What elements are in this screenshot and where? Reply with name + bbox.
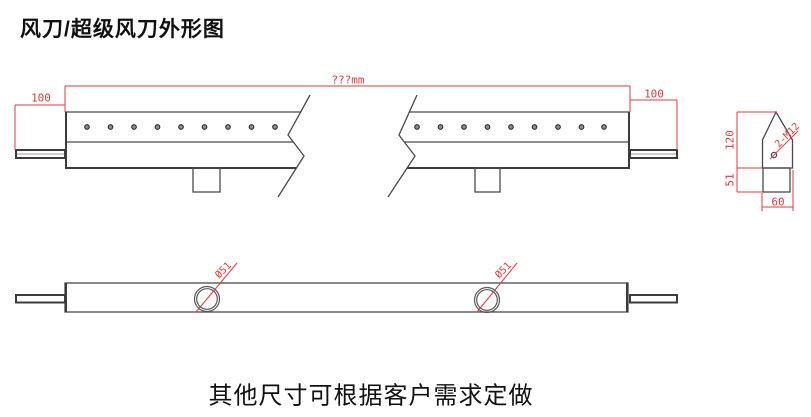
bottom-right-pipe xyxy=(629,294,678,304)
port-circle-2-inner xyxy=(476,289,498,311)
break-gap xyxy=(278,95,417,197)
side-base-square xyxy=(762,167,791,193)
side-base-height-label: 51 xyxy=(723,173,737,187)
side-height-label: 120 xyxy=(723,130,737,150)
side-width-dimension xyxy=(761,170,794,211)
port-circle-1-inner xyxy=(196,288,218,310)
right-pipe-length-label: 100 xyxy=(644,87,664,101)
customization-note: 其他尺寸可根据客户需求定做 xyxy=(208,382,534,410)
drawing-title: 风刀/超级风刀外形图 xyxy=(20,18,225,41)
side-view xyxy=(736,110,799,211)
break-line-left xyxy=(277,94,311,198)
left-pipe-dimension xyxy=(14,104,65,150)
right-pipe-dimension xyxy=(630,99,678,150)
bottom-body xyxy=(64,282,629,313)
left-pipe-length-label: 100 xyxy=(31,91,51,105)
total-length-label: ???mm xyxy=(331,73,365,87)
break-line-right xyxy=(387,94,418,198)
side-height-dimensions xyxy=(736,111,776,193)
mounting-leg-left xyxy=(192,167,221,193)
total-length-dimension xyxy=(64,85,631,112)
nozzle-holes xyxy=(84,124,607,130)
thread-leader-line xyxy=(769,130,799,160)
port-1-leader-line xyxy=(195,262,238,313)
mounting-leg-right xyxy=(474,167,501,193)
port-circle-2-outer xyxy=(473,286,501,314)
bottom-body-ends xyxy=(65,283,628,312)
bottom-view xyxy=(15,262,678,314)
port-2-leader-line xyxy=(476,262,518,313)
port-circle-1-outer xyxy=(193,285,221,313)
front-view xyxy=(14,85,678,198)
thread-hole xyxy=(770,151,778,159)
bottom-left-pipe xyxy=(15,294,66,304)
side-base-width-label: 60 xyxy=(771,195,785,209)
